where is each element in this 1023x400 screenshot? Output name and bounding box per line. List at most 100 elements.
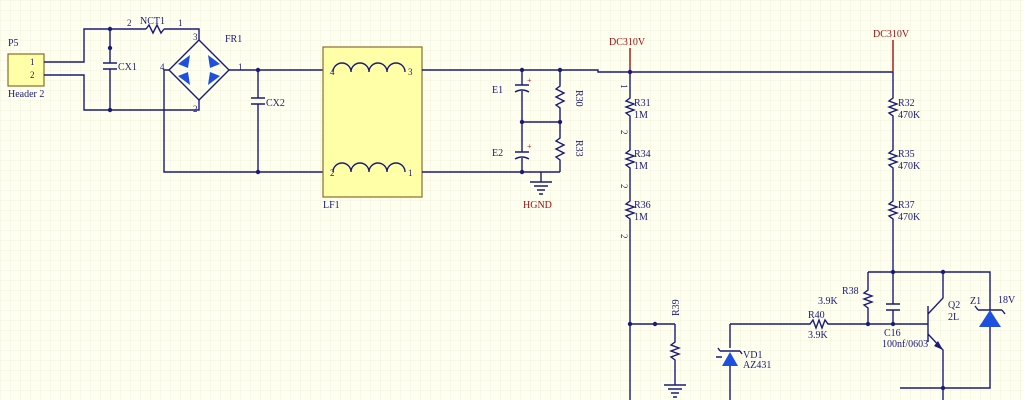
vd1-cathode-bar xyxy=(717,347,743,355)
res-pin: 2 xyxy=(619,184,629,189)
diode-icon xyxy=(178,72,190,85)
r40-zigzag xyxy=(730,318,868,330)
nct1-ref: NCT1 xyxy=(140,16,165,27)
wire-bottom-to-bridge xyxy=(110,100,200,111)
diode-icon xyxy=(208,55,220,68)
resistor-r34[interactable]: 2 R34 1M xyxy=(619,143,651,194)
r35-ref: R35 xyxy=(898,149,915,160)
res-pin: 1 xyxy=(619,84,629,89)
z1-ref: Z1 xyxy=(970,296,981,307)
header-pin2: 2 xyxy=(30,70,35,80)
diode-icon xyxy=(208,72,220,85)
diode-icon xyxy=(178,55,190,68)
junction xyxy=(557,119,563,125)
fr1-diamond xyxy=(168,39,230,101)
lf1-pin-1: 1 xyxy=(408,168,413,178)
zener-z1[interactable]: Z1 18V xyxy=(943,295,1016,389)
wire-nct1 xyxy=(110,28,200,40)
resistor-r31[interactable]: 1 2 R31 1M xyxy=(619,72,651,143)
transistor-q2[interactable]: Q2 2L xyxy=(920,290,960,400)
r39-ref: R39 xyxy=(671,299,682,316)
lf1-coil-top xyxy=(332,62,406,73)
q2-value: 2L xyxy=(948,312,959,323)
header-p5[interactable]: P5 1 2 Header 2 xyxy=(7,38,45,100)
r33-ref: R33 xyxy=(573,140,584,157)
junction xyxy=(940,269,946,275)
resistor-r36[interactable]: 2 R36 1M xyxy=(619,194,651,400)
r39-zigzag xyxy=(669,324,681,385)
shunt-regulator-vd1[interactable]: VD1 AZ431 xyxy=(716,324,771,400)
r30-zigzag xyxy=(554,70,566,122)
lf1-pin-2: 2 xyxy=(330,168,335,178)
r40-ref: R40 xyxy=(808,310,825,321)
wire-bridge-left xyxy=(163,69,258,173)
net-label-dc310v-left: DC310V xyxy=(609,37,646,72)
bridge-rectifier-fr1[interactable]: FR1 3 4 1 2 xyxy=(160,32,243,114)
ground-icon xyxy=(664,384,686,398)
dc310v-right-label: DC310V xyxy=(873,29,910,40)
electrolytic-e1[interactable]: E1 + xyxy=(492,70,532,122)
r31-zigzag xyxy=(624,72,636,143)
fr1-pin-2: 2 xyxy=(193,104,198,114)
dc310v-left-label: DC310V xyxy=(609,37,646,48)
r38-zigzag xyxy=(862,272,874,324)
diode-icon xyxy=(722,352,738,366)
e1-plates xyxy=(514,70,530,122)
e2-plus: + xyxy=(527,142,532,151)
junction xyxy=(627,321,633,327)
q2-ref: Q2 xyxy=(948,300,960,311)
resistor-r40[interactable]: R40 3.9K xyxy=(730,310,868,341)
wire-header-bottom xyxy=(44,74,110,111)
wire-mid-e1-r30 xyxy=(522,69,560,123)
r38-value: 3.9K xyxy=(818,296,839,307)
resistor-r35[interactable]: R35 470K xyxy=(887,143,921,194)
cx1-ref: CX1 xyxy=(118,62,137,73)
cx2-plates xyxy=(251,70,265,172)
net-label-dc310v-right: DC310V xyxy=(873,29,910,72)
q2-emitter-arrow xyxy=(934,341,943,350)
r30-ref: R30 xyxy=(573,90,584,107)
thermistor-nct1[interactable]: NCT1 2 1 xyxy=(127,16,183,35)
capacitor-cx2[interactable]: CX2 xyxy=(251,70,285,172)
r31-value: 1M xyxy=(634,110,648,121)
res-pin: 2 xyxy=(619,130,629,135)
junction xyxy=(107,26,113,32)
resistor-r32[interactable]: R32 470K xyxy=(887,72,921,143)
e1-plus: + xyxy=(527,76,532,85)
junction xyxy=(890,321,896,327)
r33-zigzag xyxy=(554,122,566,172)
header-ref: P5 xyxy=(8,38,19,49)
hgnd-label: HGND xyxy=(523,200,552,211)
choke-lf1[interactable]: 4 3 2 1 LF1 xyxy=(322,46,423,211)
resistor-r37[interactable]: R37 470K xyxy=(887,194,921,272)
nct1-pin-b: 1 xyxy=(178,18,183,28)
ground-icon xyxy=(530,172,552,195)
r36-ref: R36 xyxy=(634,200,651,211)
vd1-value: AZ431 xyxy=(743,360,771,371)
lf1-pin-3: 3 xyxy=(408,67,413,77)
electrolytic-e2[interactable]: E2 + xyxy=(492,122,532,172)
junction xyxy=(519,67,525,73)
lf1-pin-4: 4 xyxy=(330,67,335,77)
header-pin1: 1 xyxy=(30,57,35,67)
c16-ref: C16 xyxy=(884,328,901,339)
r35-zigzag xyxy=(887,143,899,194)
r40-value: 3.9K xyxy=(808,330,829,341)
wire-dc310v-rail xyxy=(560,69,893,73)
r36-zigzag xyxy=(624,194,636,400)
fr1-pin-1: 1 xyxy=(238,62,243,72)
q2-base-bar xyxy=(920,290,944,400)
resistor-r30[interactable]: R30 xyxy=(554,70,584,122)
wire-r37-node xyxy=(868,271,991,298)
resistor-r38[interactable]: R38 3.9K xyxy=(818,272,874,324)
resistor-r33[interactable]: R33 xyxy=(554,122,584,172)
e1-ref: E1 xyxy=(492,85,503,96)
capacitor-c16[interactable]: C16 100nf/0603 xyxy=(882,272,928,350)
header-value: Header 2 xyxy=(8,89,44,100)
fr1-pin-3: 3 xyxy=(193,32,198,42)
resistor-r39[interactable]: R39 xyxy=(669,299,682,385)
vd1-leads xyxy=(716,324,731,400)
fr1-ref: FR1 xyxy=(225,34,242,45)
